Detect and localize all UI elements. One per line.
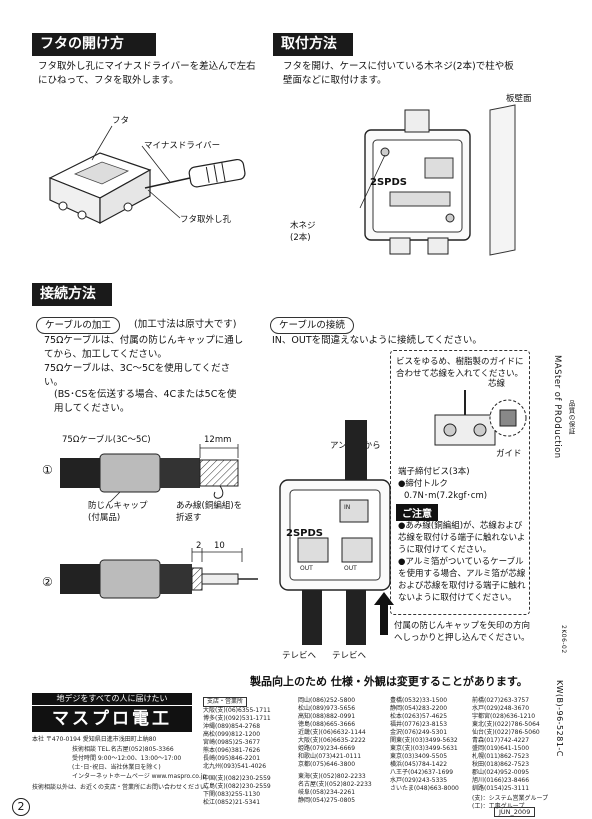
tv-label-2: テレビへ [332, 651, 367, 661]
core-label: 芯線 [488, 379, 506, 389]
branch-header: 支店・営業所 [203, 697, 248, 707]
caution-title: ご注意 [396, 504, 438, 521]
braid-note: 折返す [176, 513, 202, 523]
cable-connect-text: IN、OUTを間違えないように接続してください。 [272, 335, 482, 346]
cable-connect-pill: ケーブルの接続 [270, 317, 354, 334]
guide-label: ガイド [496, 449, 522, 459]
screw-instruction: ビスをゆるめ、樹脂製のガイドに合わせて芯線を入れてください。 [396, 357, 524, 379]
step-1-marker: ① [42, 463, 53, 477]
connection-heading: 接続方法 [32, 283, 112, 306]
mounting-text: フタを開け、ケースに付いている木ネジ(2本)で柱や板壁面などに取付けます。 [283, 61, 514, 86]
mounting-heading: 取付方法 [273, 33, 353, 56]
mounting-device-label: 2SPDS [370, 177, 407, 188]
side-code-2: KW(B)-96-5281-C [555, 680, 564, 757]
open-lid-text: フタ取外し孔にマイナスドライバーを差込んで左右にひねって、フタを取外します。 [38, 61, 256, 86]
spec-change-notice: 製品向上のため 仕様・外観は変更することがあります。 [250, 675, 528, 688]
dim-12mm: 12mm [204, 435, 232, 445]
date-code: JUN_2009 [494, 807, 536, 817]
company-web: インターネットホームページ www.maspro.co.jp [72, 773, 207, 780]
cap-instruction: 付属の防じんキャップを矢印の方向へしっかりと押し込んでください。 [394, 621, 531, 643]
driver-label: マイナスドライバー [144, 141, 221, 151]
screw-count-label: (2本) [290, 233, 311, 243]
wall-label: 板壁面 [506, 94, 532, 104]
torque-label: ●締付トルク [398, 479, 448, 489]
support-holiday: (土･日･祝日、当社休業日を除く) [72, 764, 161, 771]
port-out-1: OUT [300, 565, 313, 572]
lid-label: フタ [112, 116, 130, 126]
dust-cap-note: (付属品) [88, 513, 121, 523]
side-vertical-sub: 品質の保証 [567, 400, 575, 435]
cable-prep-pill: ケーブルの加工 [36, 317, 120, 334]
support-hours: 受付時間 9:00〜12:00、13:00〜17:00 [72, 755, 182, 762]
cable-prep-illustration [60, 444, 258, 599]
lid-hole-label: フタ取外し孔 [180, 215, 232, 225]
company-slogan: 地デジをすべての人に届けたい [32, 693, 192, 705]
tech-support: 技術相談 TEL.名古屋(052)805-3366 [72, 746, 174, 753]
screw-label: 木ネジ [290, 221, 316, 231]
page-number: 2 [12, 798, 30, 816]
terminal-detail-illustration [434, 390, 527, 446]
port-in: IN [344, 504, 351, 511]
terminal-screw-label: 端子締付ビス(3本) [398, 467, 470, 477]
product-note: 技術相談以外は、お近くの支店・営業所にお問い合わせください。 [32, 784, 213, 791]
dim-10: 10 [214, 541, 225, 551]
side-code-1: 2K06-02 [560, 625, 567, 654]
connection-illustration [279, 420, 394, 645]
caution-2: ●アルミ箔がついているケーブルを使用する場合、アルミ箔が芯線および芯線を取付ける… [398, 557, 526, 603]
dim-2: 2 [196, 541, 202, 551]
port-out-2: OUT [344, 565, 357, 572]
cable-prep-note: (加工寸法は原寸大です) [134, 319, 237, 330]
open-lid-illustration [48, 125, 246, 225]
torque-value: 0.7N･m(7.2kgf･cm) [404, 491, 488, 501]
cable-type-label: 75Ωケーブル(3C〜5C) [62, 435, 151, 445]
step-2-marker: ② [42, 575, 53, 589]
open-lid-heading: フタの開け方 [32, 33, 156, 56]
cable-bullet-1: 75Ωケーブルは、付属の防じんキャップに通してから、加工してください。 [44, 335, 244, 360]
tv-label-1: テレビへ [282, 651, 317, 661]
bs-cs-note: (BS･CSを伝送する場合、4Cまたは5Cを使用してください。 [54, 389, 237, 414]
side-vertical-text: MASter of PROduction [552, 355, 562, 459]
dust-cap-label: 防じんキャップ [88, 501, 148, 511]
company-logo: マスプロ電工 [32, 706, 192, 732]
detail-box [390, 350, 530, 615]
caution-1: ●あみ線(銅編組)が、芯線および芯線を取付ける端子に触れないように取付けてくださ… [398, 521, 526, 555]
braid-label: あみ線(銅編組)を [176, 501, 243, 511]
company-address: 本社 〒470-0194 愛知県日進市浅田町上納80 [32, 736, 157, 743]
cable-bullet-2: 75Ωケーブルは、3C〜5Cを使用してください。 [44, 363, 231, 388]
connect-device-label: 2SPDS [286, 528, 323, 539]
mounting-illustration [359, 104, 516, 256]
